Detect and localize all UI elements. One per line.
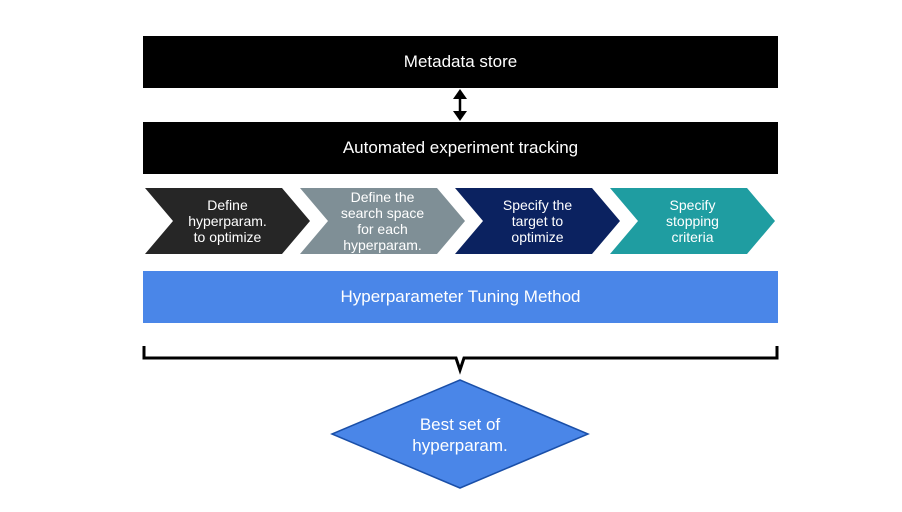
experiment-tracking-label: Automated experiment tracking — [342, 138, 579, 157]
step-label-4: Specify stopping criteria — [666, 197, 719, 245]
step-chevron-3 — [455, 188, 620, 254]
step-chevron-2 — [300, 188, 465, 254]
step-label-2: Define the search space for each hyperpa… — [340, 189, 425, 253]
tuning-method-box: Hyperparameter Tuning Method — [143, 271, 778, 323]
step-chevron-4 — [610, 188, 775, 254]
experiment-tracking-box: Automated experiment tracking — [143, 122, 778, 174]
result-label: Best set of hyperparam. — [412, 415, 508, 455]
metadata-store-label: Metadata store — [403, 52, 518, 71]
step-label-3: Specify the target to optimize — [502, 197, 573, 245]
curly-brace — [142, 346, 779, 375]
step-label-1: Define hyperparam. to optimize — [188, 197, 267, 245]
result-diamond — [330, 379, 590, 489]
bidirectional-arrow — [453, 89, 467, 121]
metadata-store-box: Metadata store — [143, 36, 778, 88]
step-chevron-1 — [145, 188, 310, 254]
tuning-method-label: Hyperparameter Tuning Method — [340, 287, 581, 306]
